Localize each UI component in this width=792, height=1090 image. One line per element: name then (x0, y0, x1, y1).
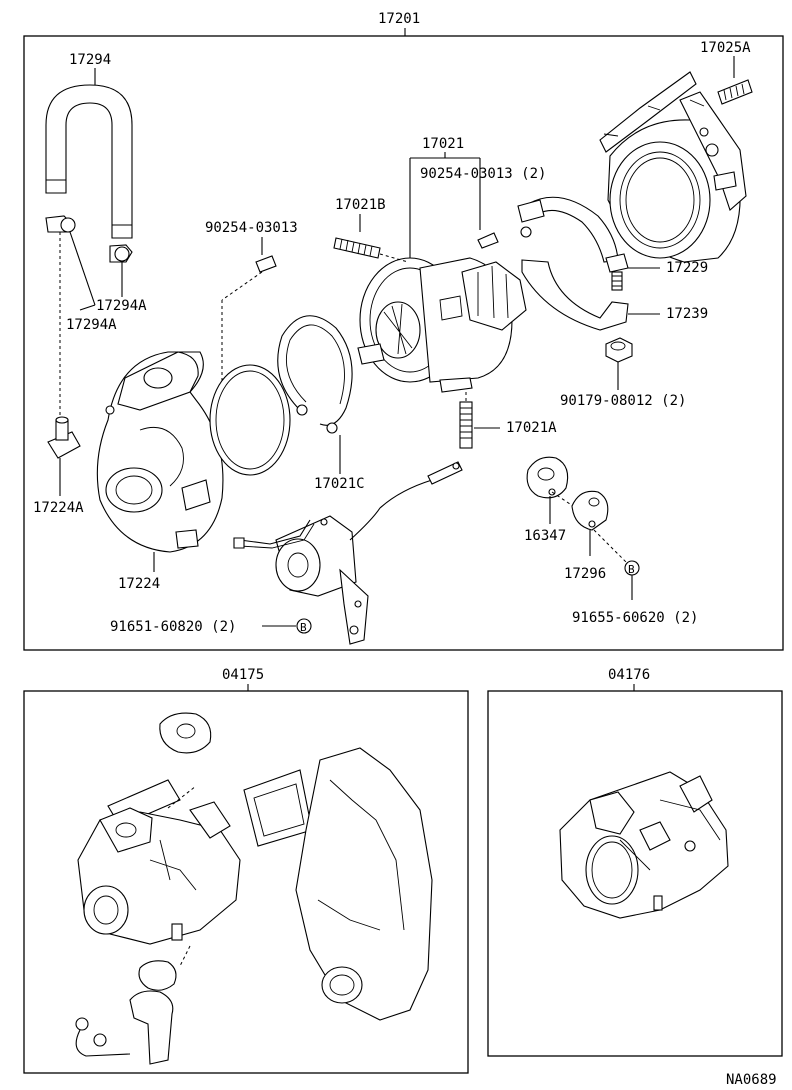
label-90179-08012-2: 90179-08012 (2) (560, 393, 686, 409)
label-17229: 17229 (666, 260, 708, 276)
hose-17294: 17294 (45, 52, 133, 239)
label-17021A: 17021A (506, 420, 557, 436)
label-17294A-upper: 17294A (96, 298, 147, 314)
label-16347: 16347 (524, 528, 566, 544)
gasket-ring (209, 364, 291, 476)
plate-17296: 17296 (564, 490, 627, 582)
stud-17021B: 17021B (333, 197, 409, 263)
callout-marker-right: B 91655-60620 (2) (572, 560, 698, 626)
label-17025A: 17025A (700, 40, 751, 56)
center-core-17021: 17021 90254-03013 (2) (357, 136, 546, 393)
clamp-17239: 17239 (517, 196, 708, 331)
wastegate-actuator (233, 461, 463, 645)
clamps-17294A: 17294A 17294A (45, 215, 147, 425)
label-90254-03013: 90254-03013 (205, 220, 298, 236)
kit-04175-frame (23, 690, 469, 1074)
stud-17021A: 17021A (459, 392, 557, 449)
assembly-frame (23, 35, 784, 651)
label-17294A-lower: 17294A (66, 317, 117, 333)
label-17224A: 17224A (33, 500, 84, 516)
gasket-kit-04175: 04175 (23, 667, 469, 1074)
turbine-housing-17224: 17224 (96, 351, 224, 592)
snap-ring-17021C: 17021C (277, 315, 365, 492)
callout-marker-right-label: B (628, 563, 635, 576)
assembly-17201: 17201 17294 17294A 17294A (23, 11, 784, 651)
label-17296: 17296 (564, 566, 606, 582)
assembly-number-label: 17201 (378, 11, 420, 27)
drawing-code: NA0689 (726, 1072, 777, 1088)
label-17224: 17224 (118, 576, 160, 592)
label-17021C: 17021C (314, 476, 365, 492)
label-17294: 17294 (69, 52, 111, 68)
gasket-kit-04176: 04176 (487, 667, 783, 1057)
kit-04175-label: 04175 (222, 667, 264, 683)
label-17021B: 17021B (335, 197, 386, 213)
nut-90179-08012: 90179-08012 (2) (560, 337, 686, 409)
label-17021: 17021 (422, 136, 464, 152)
gasket-16347: 16347 (524, 456, 583, 544)
label-91655-60620-2: 91655-60620 (2) (572, 610, 698, 626)
label-90254-03013-2: 90254-03013 (2) (420, 166, 546, 182)
stud-90254-03013: 90254-03013 (205, 220, 298, 420)
compressor-housing-17025A: 17025A (599, 40, 753, 263)
elbow-17224A: 17224A (33, 416, 84, 516)
kit-04176-label: 04176 (608, 667, 650, 683)
callout-marker-left: 91651-60820 (2) B (110, 618, 312, 635)
label-17239: 17239 (666, 306, 708, 322)
bolt-17229: 17229 (605, 253, 708, 291)
label-91651-60820-2: 91651-60820 (2) (110, 619, 236, 635)
kit-04176-frame (487, 690, 783, 1057)
callout-marker-left-label: B (300, 621, 307, 634)
